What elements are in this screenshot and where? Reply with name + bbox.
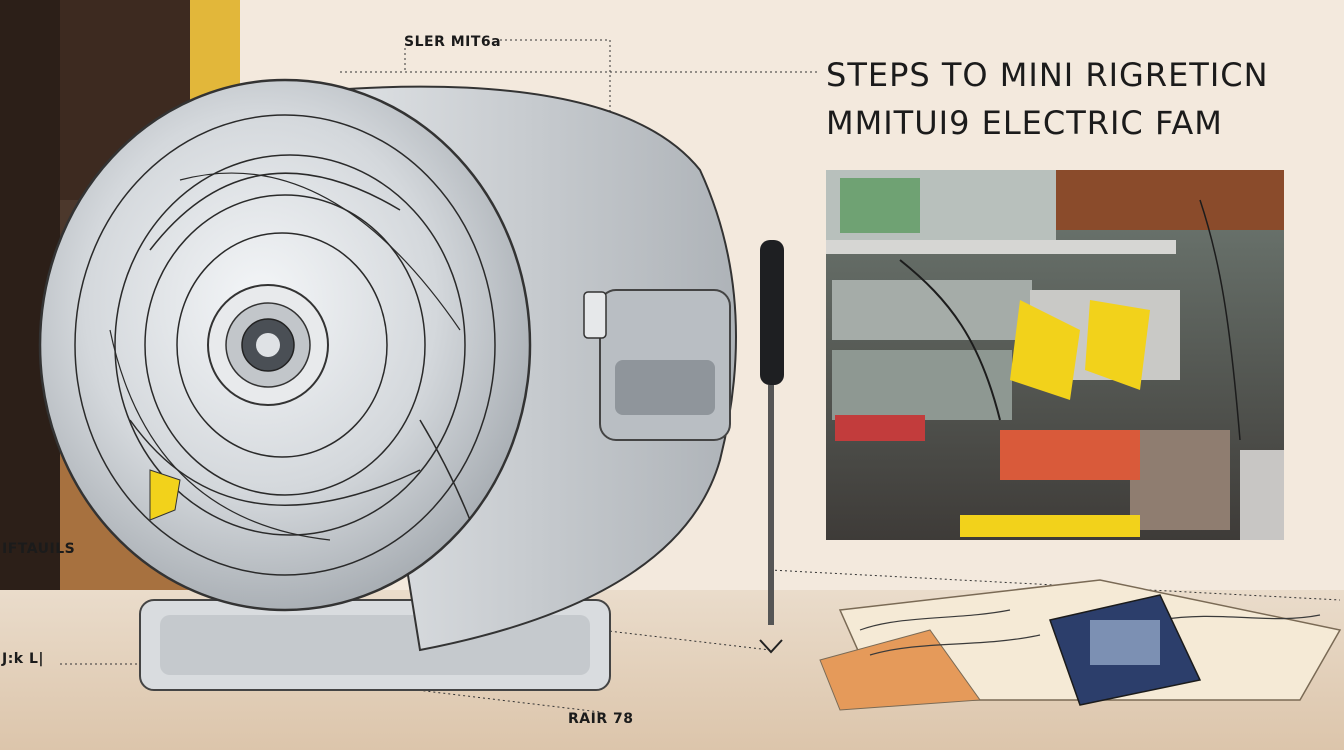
title-line-2: MMITUI9 ELECTRIC FAM bbox=[826, 104, 1223, 142]
papers-and-toolkit bbox=[819, 579, 1342, 711]
fan-hub bbox=[207, 284, 329, 406]
screwdriver-tool bbox=[759, 240, 784, 654]
callout-bottom-left: J:k L| bbox=[2, 651, 45, 667]
yellow-accent bbox=[149, 469, 181, 521]
internals-photo bbox=[826, 170, 1284, 540]
callout-top: SLER MIT6a bbox=[404, 34, 502, 50]
callout-bottom: RAIR 78 bbox=[568, 711, 634, 727]
title-line-1: STEPS TO MINI RIGRETICN bbox=[826, 56, 1269, 94]
callout-left: IFTAUILS bbox=[2, 541, 76, 557]
